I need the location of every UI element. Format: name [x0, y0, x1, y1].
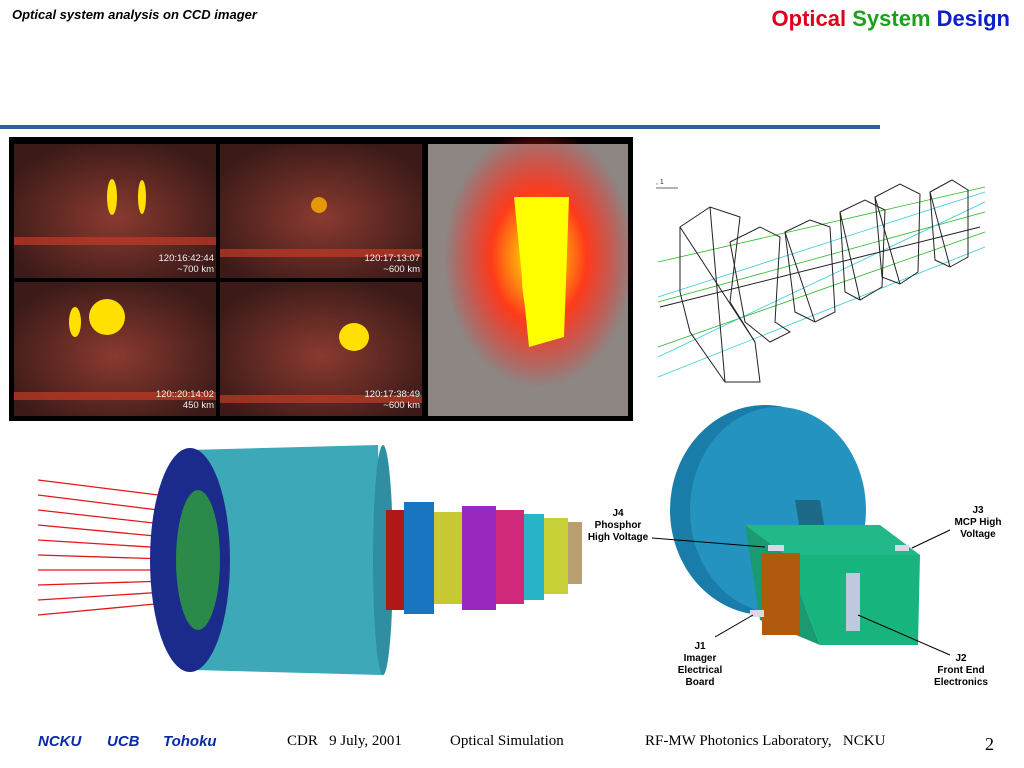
slide-subtitle: Optical system analysis on CCD imager	[12, 7, 257, 22]
camera-3d-model	[37, 440, 583, 680]
sprite-timestamp-2: 120:17:13:07 ~600 km	[335, 253, 420, 275]
footer-cdr-date: CDR 9 July, 2001	[287, 733, 402, 749]
sprite-time-4: 120:17:38:49	[364, 389, 420, 400]
footer-topic: Optical Simulation	[450, 733, 564, 749]
electronics-3d-model	[650, 405, 1022, 695]
sprite-time-3: 120::20:14:02	[155, 389, 214, 400]
electronics-3d-svg	[651, 405, 951, 656]
slide-title: Optical System Design	[772, 6, 1010, 32]
title-word-optical: Optical	[771, 6, 847, 31]
sprite-dist-2: ~600 km	[383, 264, 420, 275]
sprite-image-panel: 120:16:42:44 ~700 km 120:17:13:07 ~600 k…	[9, 127, 634, 421]
footer-lab: RF-MW Photonics Laboratory, NCKU	[645, 733, 886, 749]
lens-wireframe-diagram: , 1	[650, 172, 995, 394]
sprite-timestamp-3: 120::20:14:02 450 km	[129, 389, 214, 411]
lens-wireframe-svg: , 1	[656, 179, 986, 383]
board-j1	[762, 553, 800, 635]
sprite-dist-1: ~700 km	[177, 264, 214, 275]
sprite-dist-4: ~600 km	[383, 400, 420, 411]
sprite-frame-4	[220, 282, 422, 416]
sprite-time-2: 120:17:13:07	[364, 253, 420, 264]
footer-org-ucb: UCB	[107, 733, 140, 750]
sprite-timestamp-1: 120:16:42:44 ~700 km	[129, 253, 214, 275]
callout-j2: J2 Front End Electronics	[934, 653, 988, 688]
page-number: 2	[985, 734, 994, 754]
sprite-dist-3: 450 km	[182, 400, 214, 411]
footer-org-tohoku: Tohoku	[163, 733, 217, 750]
sprite-images-svg	[14, 127, 634, 416]
header-rule	[0, 125, 880, 129]
callout-j4: J4 Phosphor High Voltage	[587, 508, 649, 543]
lens-scale-label: , 1	[656, 179, 664, 186]
sprite-time-1: 120:16:42:44	[158, 253, 214, 264]
title-word-system: System	[852, 6, 931, 31]
footer-org-ncku: NCKU	[38, 733, 82, 750]
callout-j1: J1 Imager Electrical Board	[677, 641, 723, 688]
callout-j3: J3 MCP High Voltage	[954, 505, 1002, 540]
camera-3d-svg	[37, 445, 582, 675]
sprite-timestamp-4: 120:17:38:49 ~600 km	[335, 389, 420, 411]
title-word-design: Design	[936, 6, 1010, 31]
